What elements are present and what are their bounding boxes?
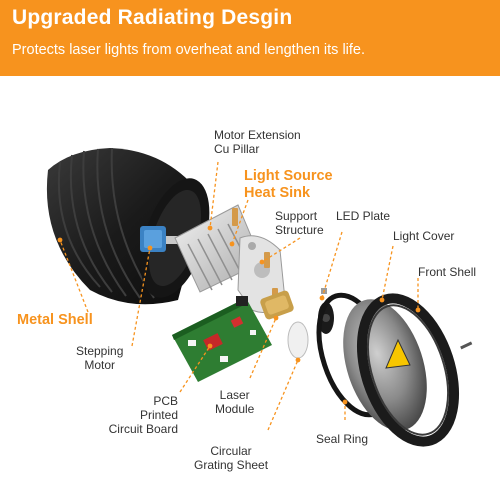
- label-laser-module: Laser Module: [215, 388, 254, 416]
- label-line: Light Source: [244, 168, 333, 184]
- label-pcb: PCB Printed Circuit Board: [98, 394, 178, 436]
- label-light-cover: Light Cover: [393, 229, 455, 243]
- grating-sheet: [287, 321, 309, 359]
- label-grating-sheet: Circular Grating Sheet: [194, 444, 268, 472]
- label-front-shell: Front Shell: [418, 265, 477, 279]
- label-metal-shell: Metal Shell: [17, 312, 93, 328]
- label-motor-extension: Motor Extension Cu Pillar: [214, 128, 301, 156]
- label-support-structure: Support Structure: [275, 209, 324, 237]
- label-line: Circular: [210, 444, 252, 458]
- label-stepping-motor: Stepping Motor: [76, 344, 123, 372]
- label-line: Module: [215, 402, 255, 416]
- label-line: Structure: [275, 223, 324, 237]
- banner-title: Upgraded Radiating Desgin: [12, 6, 293, 29]
- leader-lines: [59, 161, 419, 431]
- screw: [460, 341, 473, 350]
- label-seal-ring: Seal Ring: [316, 432, 369, 446]
- leader-dots: [57, 225, 421, 405]
- label-line: Cu Pillar: [214, 142, 260, 156]
- label-line: Motor: [84, 358, 116, 372]
- label-line: Support: [275, 209, 318, 223]
- pcb-board: [172, 296, 272, 382]
- label-led-plate: LED Plate: [336, 209, 391, 223]
- front-shell: [356, 293, 460, 447]
- label-line: Grating Sheet: [194, 458, 269, 472]
- label-line: Stepping: [76, 344, 124, 358]
- laser-module: [260, 290, 294, 320]
- label-line: Circuit Board: [108, 422, 178, 436]
- banner-subtitle: Protects laser lights from overheat and …: [12, 42, 366, 58]
- label-heat-sink: Light Source Heat Sink: [244, 168, 333, 202]
- stepping-motor: [140, 226, 180, 252]
- label-line: Heat Sink: [244, 185, 311, 201]
- header-banner: Upgraded Radiating Desgin Protects laser…: [0, 0, 500, 76]
- label-line: Printed: [139, 408, 178, 422]
- label-line: Motor Extension: [214, 128, 301, 142]
- label-line: PCB: [153, 394, 178, 408]
- label-line: Laser: [219, 388, 250, 402]
